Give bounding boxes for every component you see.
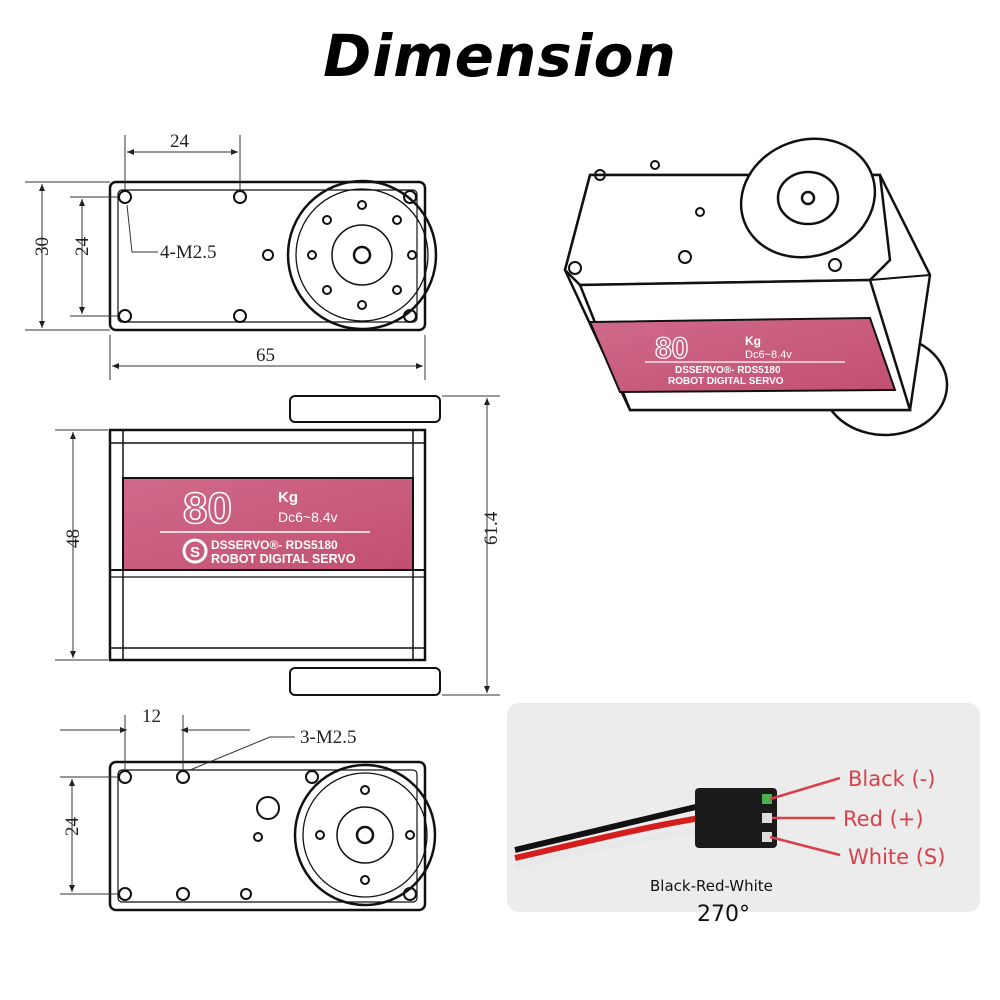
bottom-holes-label: 3-M2.5 <box>300 727 356 748</box>
side-label-voltage: Dc6~8.4v <box>278 509 338 525</box>
iso-label-unit: Kg <box>745 334 761 348</box>
side-view <box>108 395 441 696</box>
bottom-view <box>108 760 437 912</box>
top-view-dimensions <box>25 135 426 380</box>
top-dim-hole-vertical: 24 <box>72 237 93 257</box>
side-label-torque: 80 <box>183 484 232 533</box>
connector-order: Black-Red-White <box>650 877 773 895</box>
side-label-unit: Kg <box>278 489 298 506</box>
bottom-dim-hole-vertical: 24 <box>62 817 83 837</box>
wire-label-red: Red (+) <box>843 807 924 831</box>
bottom-dim-hole-spacing: 12 <box>142 706 161 727</box>
iso-label-subtitle: ROBOT DIGITAL SERVO <box>668 376 784 387</box>
side-logo-letter: S <box>190 544 200 561</box>
side-dim-total-height: 61.4 <box>481 511 502 545</box>
wiring-panel <box>507 703 980 912</box>
iso-label-brand: DSSERVO®- RDS5180 <box>675 365 781 376</box>
rotation-angle: 270° <box>697 902 750 927</box>
top-view <box>108 179 438 332</box>
connector-icon <box>695 788 777 848</box>
side-view-dimensions <box>55 395 500 696</box>
side-label-subtitle: ROBOT DIGITAL SERVO <box>211 552 356 566</box>
bottom-view-dimensions <box>60 715 295 895</box>
iso-label-voltage: Dc6~8.4v <box>745 349 792 361</box>
top-holes-label: 4-M2.5 <box>160 242 216 263</box>
iso-label-torque: 80 <box>655 332 688 365</box>
page-title: Dimension <box>323 22 677 90</box>
wire-label-black: Black (-) <box>848 767 935 791</box>
top-dim-height: 30 <box>32 237 53 256</box>
side-label-brand: DSSERVO®- RDS5180 <box>211 538 338 552</box>
top-dim-hole-spacing: 24 <box>170 131 190 152</box>
top-dim-length: 65 <box>256 345 275 366</box>
isometric-view <box>563 137 949 437</box>
brand-logo-icon <box>182 538 208 564</box>
side-dim-body-height: 48 <box>63 529 84 548</box>
wire-label-white: White (S) <box>848 845 945 869</box>
